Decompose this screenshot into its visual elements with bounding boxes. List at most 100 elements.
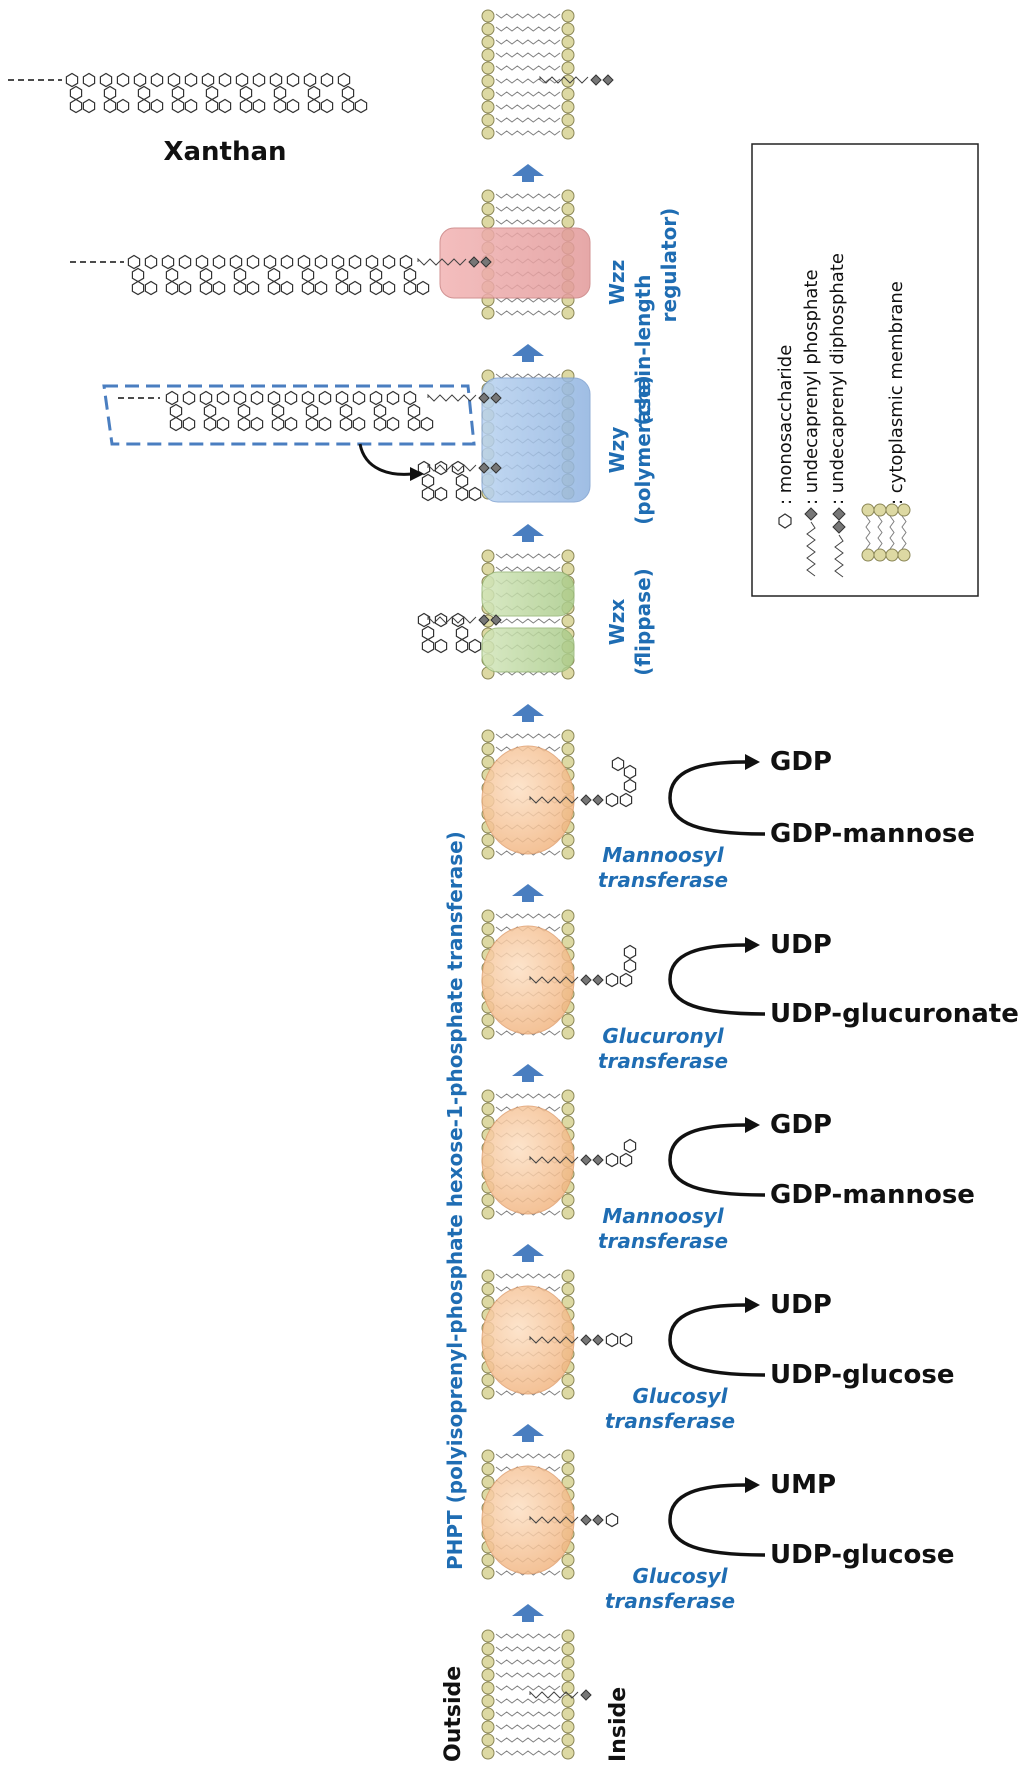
lipid-head [481, 215, 495, 229]
monosaccharide-hexagon [252, 72, 266, 88]
monosaccharide-hexagon [421, 625, 435, 641]
monosaccharide-hexagon [619, 792, 633, 808]
monosaccharide-hexagon [318, 390, 332, 406]
monosaccharide-hexagon [103, 98, 117, 114]
monosaccharide-hexagon [195, 254, 209, 270]
monosaccharide-hexagon [605, 1512, 619, 1528]
lipid-head [481, 1655, 495, 1669]
monosaccharide-hexagon [284, 416, 298, 432]
lipid-tail [495, 206, 561, 212]
arrow-head-icon [745, 1117, 760, 1133]
lipid-head [561, 1720, 575, 1734]
lipid-head [481, 87, 495, 101]
monosaccharide-hexagon [365, 254, 379, 270]
monosaccharide-hexagon [301, 280, 315, 296]
lipid-head [481, 202, 495, 216]
monosaccharide-hexagon [184, 72, 198, 88]
monosaccharide-hexagon [212, 254, 226, 270]
membrane-icon [861, 503, 911, 562]
wzy-label: Wzy (polymerase) [605, 375, 655, 524]
phosphate-diamond [580, 1689, 592, 1701]
step-enzyme-line1: Glucuronyl [602, 1024, 724, 1048]
monosaccharide-hexagon [212, 280, 226, 296]
monosaccharide-hexagon [407, 416, 421, 432]
monosaccharide-hexagon [246, 254, 260, 270]
lipid-head [561, 215, 575, 229]
up-arrow-icon [512, 1064, 544, 1082]
wzz-name: Wzz [605, 260, 629, 305]
monosaccharide-hexagon [434, 486, 448, 502]
wzz-role: (chain-length [631, 275, 655, 426]
monosaccharide-hexagon [611, 756, 625, 772]
phosphate-diamond [490, 462, 502, 474]
lipid-tail [865, 515, 871, 550]
step-product: UMP [770, 1470, 836, 1500]
monosaccharide-hexagon [386, 416, 400, 432]
monosaccharide-hexagon [216, 390, 230, 406]
curved-arrow [668, 1123, 766, 1197]
monosaccharide-hexagon [165, 267, 179, 283]
lipid-head [481, 935, 495, 949]
monosaccharide-hexagon [468, 486, 482, 502]
monosaccharide-hexagon [205, 85, 219, 101]
lipid-tail [495, 52, 561, 58]
phosphate-diamond [592, 794, 604, 806]
step-enzyme-line1: Mannoosyl [602, 843, 724, 867]
lipid-head [481, 1707, 495, 1721]
undecaprenyl-chain [529, 795, 579, 804]
flow-arrows [512, 164, 766, 1622]
lipid-tail [495, 219, 561, 225]
monosaccharide-hexagon [273, 98, 287, 114]
lipid-head [561, 1386, 575, 1400]
monosaccharide-hexagon [280, 254, 294, 270]
monosaccharide-hexagon [335, 280, 349, 296]
lipid-head [561, 1206, 575, 1220]
lipid-tail [495, 117, 561, 123]
lipid-head [481, 909, 495, 923]
monosaccharide-hexagon [82, 72, 96, 88]
monosaccharide-hexagon [382, 280, 396, 296]
lipid-head [561, 614, 575, 628]
monosaccharide-hexagon [218, 72, 232, 88]
undecaprenyl-chain [529, 975, 579, 984]
monosaccharide-hexagon [131, 267, 145, 283]
monosaccharide-hexagon [331, 254, 345, 270]
phosphate-diamond [480, 256, 492, 268]
monosaccharide-hexagon [468, 638, 482, 654]
lipid-head [481, 126, 495, 140]
lipid-head [561, 729, 575, 743]
lipid-head [561, 1746, 575, 1760]
lipid-head [561, 126, 575, 140]
curved-arrow [668, 760, 766, 836]
arrow-head-icon [745, 1297, 760, 1313]
lipid-tail [495, 91, 561, 97]
lipid-tail [495, 297, 561, 303]
wzz-protein [439, 227, 591, 299]
monosaccharide-hexagon [434, 612, 448, 628]
monosaccharide-hexagon [127, 254, 141, 270]
lipid-head [561, 1373, 575, 1387]
lipid-tail [495, 1737, 561, 1743]
lipid-tail [495, 1633, 561, 1639]
monosaccharide-hexagon [623, 778, 637, 794]
lipid-head [481, 1733, 495, 1747]
lipid-head [873, 503, 887, 517]
monosaccharide-hexagon [178, 254, 192, 270]
lipid-head [561, 1733, 575, 1747]
monosaccharide-hexagon [369, 390, 383, 406]
lipid-tail [877, 515, 883, 550]
outside-label: Outside [441, 1666, 466, 1762]
monosaccharide-hexagon [165, 390, 179, 406]
monosaccharide-hexagon [320, 98, 334, 114]
lipid-tail [495, 913, 561, 919]
lipid-head [481, 35, 495, 49]
lipid-head [561, 1295, 575, 1309]
lipid-head [481, 833, 495, 847]
lipid-tail [495, 13, 561, 19]
monosaccharide-hexagon [421, 473, 435, 489]
phpt-transferase-protein [481, 745, 575, 855]
lipid-head [561, 1193, 575, 1207]
wzy-name: Wzy [605, 427, 629, 474]
step-enzyme-line2: transferase [598, 1049, 728, 1073]
lipid-head [481, 1193, 495, 1207]
